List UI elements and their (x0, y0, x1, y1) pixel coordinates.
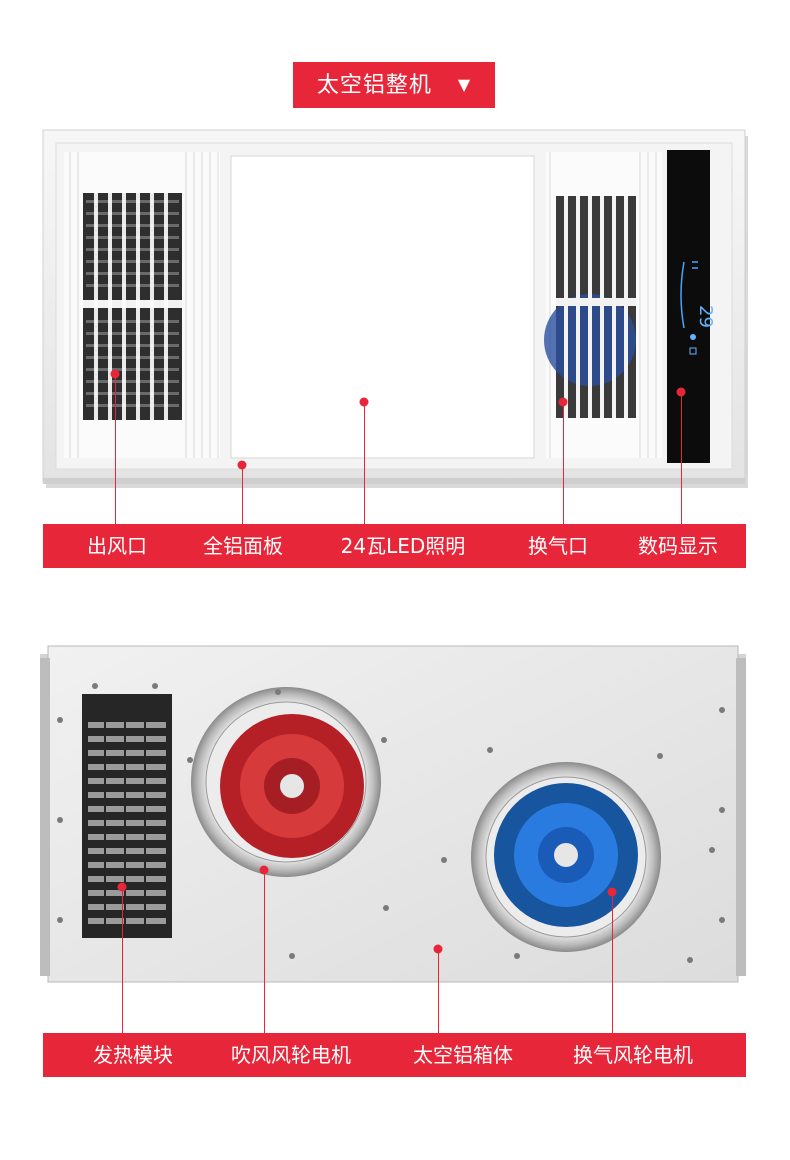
pointer-line (438, 949, 439, 1033)
label-ventilation: 换气口 (528, 534, 588, 558)
label-exhaust-motor: 换气风轮电机 (573, 1043, 693, 1067)
pointer-line (122, 887, 123, 1033)
pointer-line (242, 465, 243, 524)
pointer-line (563, 402, 564, 524)
label-led-lighting: 24瓦LED照明 (340, 534, 466, 558)
bottom-label-bar: 发热模块 吹风风轮电机 太空铝箱体 换气风轮电机 (43, 1033, 746, 1077)
pointer-line (364, 402, 365, 524)
top-label-bar: 出风口 全铝面板 24瓦LED照明 换气口 数码显示 (43, 524, 746, 568)
triangle-down-icon: ▼ (457, 75, 472, 94)
internal-box-illustration (40, 645, 746, 983)
label-digital-display: 数码显示 (638, 534, 718, 558)
left-grille (64, 152, 220, 458)
front-panel-illustration: 29 (42, 129, 748, 488)
label-aluminum-box: 太空铝箱体 (413, 1043, 513, 1067)
right-grille (544, 152, 662, 458)
digital-display (667, 150, 710, 463)
pointer-line (612, 892, 613, 1033)
blower-fan (191, 687, 381, 877)
label-aluminum-panel: 全铝面板 (203, 534, 283, 558)
led-light-panel (230, 155, 535, 459)
heating-module (82, 694, 172, 938)
pointer-line (681, 392, 682, 524)
temperature-readout: 29 (695, 305, 716, 328)
label-blower-motor: 吹风风轮电机 (231, 1043, 351, 1067)
pointer-line (115, 374, 116, 524)
label-air-outlet: 出风口 (87, 534, 147, 558)
section-title-badge: 太空铝整机 ▼ (293, 62, 495, 108)
pointer-line (264, 870, 265, 1033)
section-title: 太空铝整机 (316, 73, 432, 98)
label-heating-module: 发热模块 (93, 1043, 173, 1067)
exhaust-fan (471, 762, 661, 952)
